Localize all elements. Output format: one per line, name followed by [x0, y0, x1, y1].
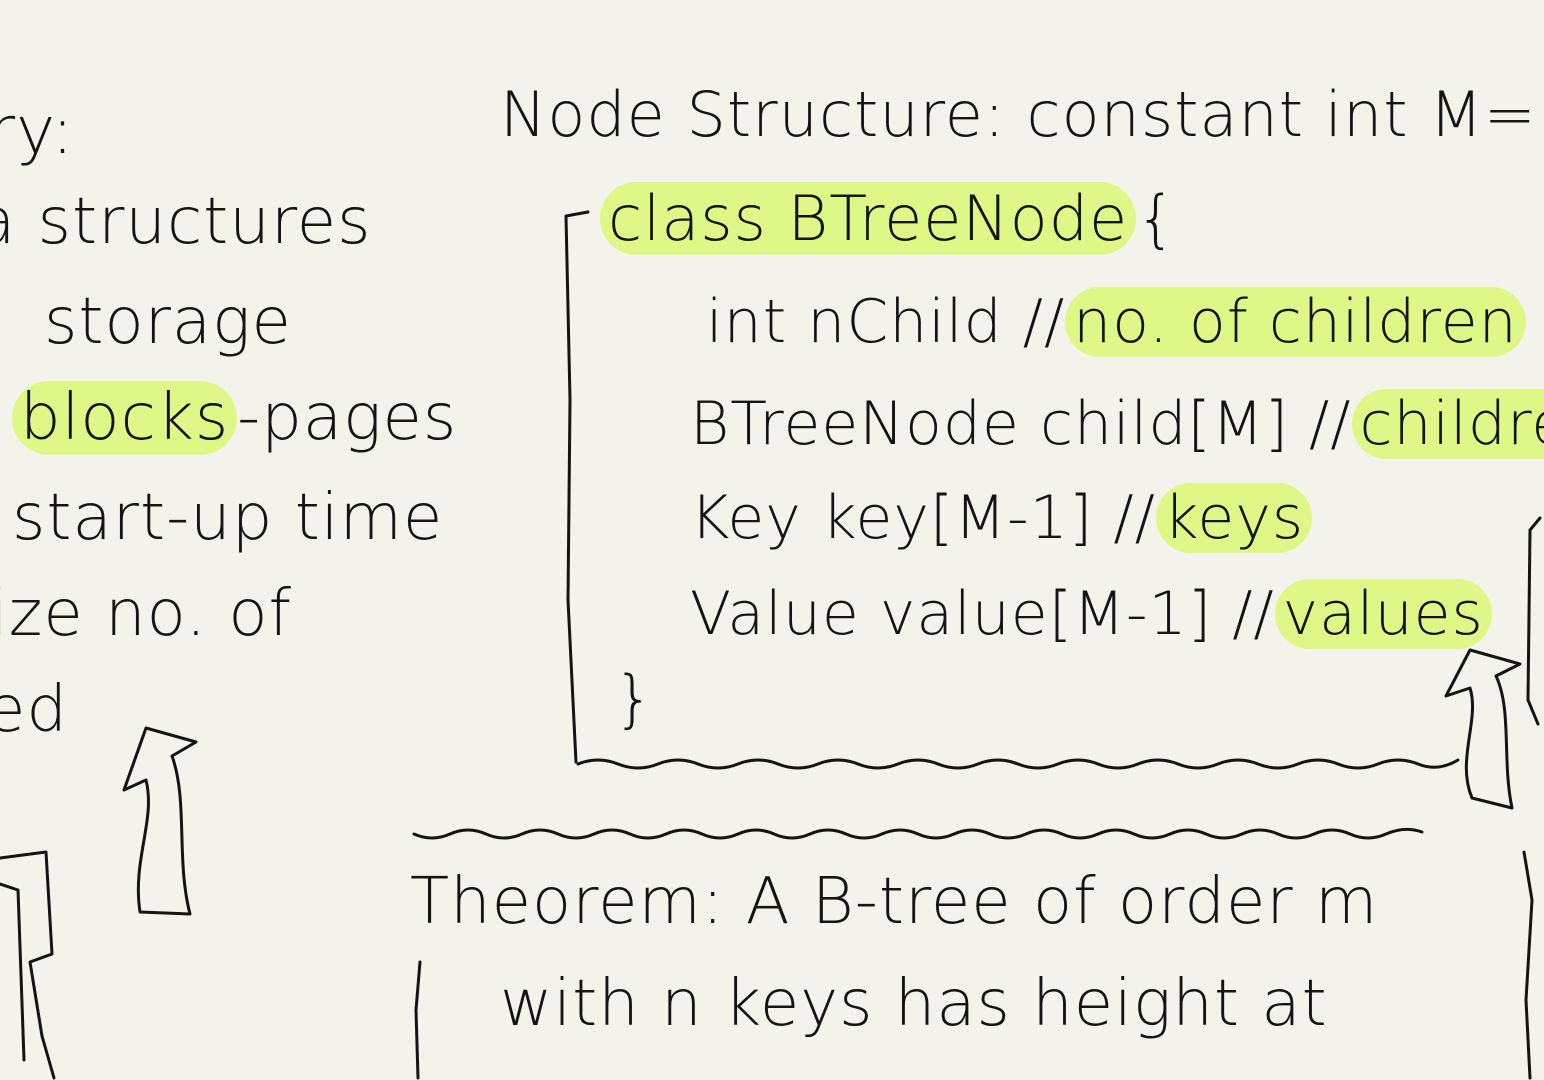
comment-nchild: no. of children	[1065, 287, 1526, 357]
theorem-wavy-top	[412, 827, 1424, 840]
highlight-class-decl: class BTreeNode	[600, 182, 1137, 255]
arrow-up-left	[122, 726, 198, 916]
right-bracket-lower	[1522, 850, 1534, 1080]
theorem-line2: with n keys has height at	[500, 967, 1328, 1041]
left-box-inner	[0, 882, 26, 1062]
code-child: BTreeNode child[M] //	[690, 389, 1352, 459]
comment-child: children	[1351, 389, 1544, 459]
close-brace: }	[614, 662, 655, 735]
left-note-line3: storage	[44, 285, 292, 359]
code-nchild: int nChild //	[706, 287, 1066, 357]
left-note-line4: blocks-pages	[12, 381, 457, 455]
field-line-nchild: int nChild //no. of children	[706, 287, 1526, 357]
code-key: Key key[M-1] //	[690, 483, 1156, 553]
left-note-line1: ry:	[0, 92, 75, 169]
arrow-up-right	[1444, 648, 1522, 810]
field-line-key: Key key[M-1] //keys	[690, 483, 1313, 553]
node-structure-heading: Node Structure: constant int M=...	[500, 78, 1544, 151]
left-note-line5: start-up time	[12, 481, 444, 555]
left-note-pages: -pages	[237, 381, 458, 455]
open-brace: {	[1136, 182, 1177, 255]
code-block-bracket	[564, 210, 590, 764]
right-bracket-upper	[1526, 516, 1542, 726]
theorem-line1: Theorem: A B-tree of order m	[410, 865, 1379, 939]
code-value: Value value[M-1] //	[690, 579, 1275, 649]
class-declaration: class BTreeNode{	[600, 182, 1177, 255]
left-box-fragment	[0, 850, 56, 1080]
left-note-line7: ed	[0, 673, 68, 747]
left-note-line6: ize no. of	[0, 577, 293, 651]
field-line-value: Value value[M-1] //values	[690, 579, 1492, 649]
highlight-blocks: blocks	[12, 381, 238, 455]
theorem-bracket-left	[414, 960, 422, 1080]
field-line-child: BTreeNode child[M] //children	[690, 389, 1544, 459]
left-note-line2: ta structures	[0, 185, 372, 259]
comment-value: values	[1274, 579, 1492, 649]
code-block-wavy-bottom	[576, 758, 1460, 770]
comment-key: keys	[1155, 483, 1313, 553]
